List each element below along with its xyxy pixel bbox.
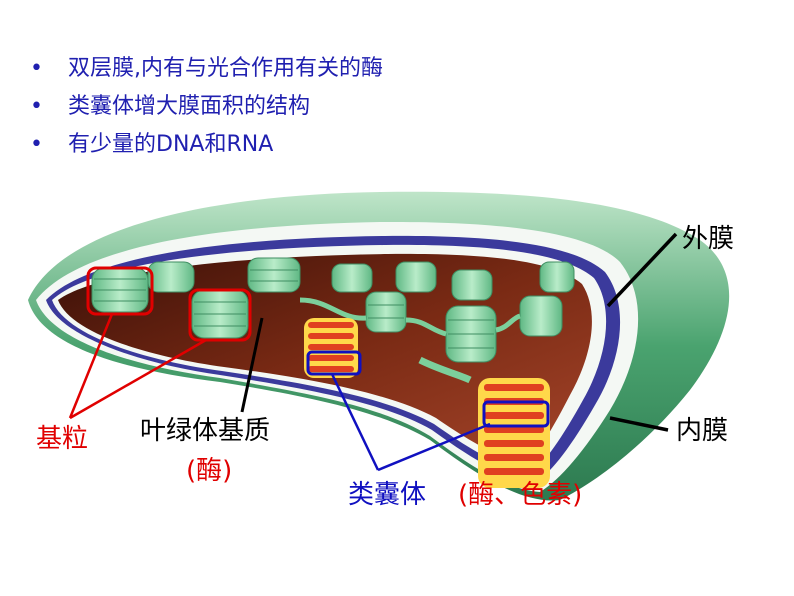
granum <box>91 267 149 313</box>
label-stroma-note: (酶) <box>186 456 233 486</box>
bullet-list: • 双层膜,内有与光合作用有关的酶 • 类囊体增大膜面积的结构 • 有少量的DNA和R… <box>30 50 383 164</box>
label-stroma: 叶绿体基质 <box>140 416 271 446</box>
bullet-dot: • <box>30 56 43 81</box>
grana-stacks <box>91 257 575 384</box>
thylakoid-highlight-box <box>306 350 362 376</box>
bullet-text-thylakoid: 类囊体增大膜面积的结构 <box>68 94 311 119</box>
thylakoid-stack <box>304 318 358 378</box>
granum <box>191 289 249 339</box>
granum <box>147 257 575 384</box>
bullet-dot: • <box>30 132 43 157</box>
thylakoid-pointer-line <box>330 373 380 471</box>
inner-membrane-pointer-line <box>609 416 669 432</box>
label-inner-membrane: 内膜 <box>676 416 729 446</box>
bullet-item: • 有少量的DNA和RNA <box>30 126 383 164</box>
grana-highlight-box <box>86 266 154 316</box>
label-outer-membrane: 外膜 <box>682 224 735 254</box>
bullet-text-dna-rna: 有少量的DNA和RNA <box>68 132 274 157</box>
bullet-text-double-membrane: 双层膜,内有与光合作用有关的酶 <box>68 56 383 81</box>
label-thylakoid-note: (酶、色素) <box>458 480 583 510</box>
label-thylakoid: 类囊体 <box>348 480 427 510</box>
label-grana: 基粒 <box>36 424 89 454</box>
thylakoid-stack <box>478 378 550 488</box>
bullet-item: • 双层膜,内有与光合作用有关的酶 <box>30 50 383 88</box>
thylakoid-pointer-line <box>377 422 491 472</box>
grana-highlight-box <box>188 288 252 342</box>
thylakoid-highlight-box <box>482 400 550 428</box>
bullet-dot: • <box>30 94 43 119</box>
stroma-pointer-line <box>240 317 264 413</box>
bullet-item: • 类囊体增大膜面积的结构 <box>30 88 383 126</box>
outer-membrane-pointer-line <box>606 232 678 308</box>
grana-pointer-line <box>69 338 207 420</box>
grana-pointer-line <box>68 313 114 419</box>
